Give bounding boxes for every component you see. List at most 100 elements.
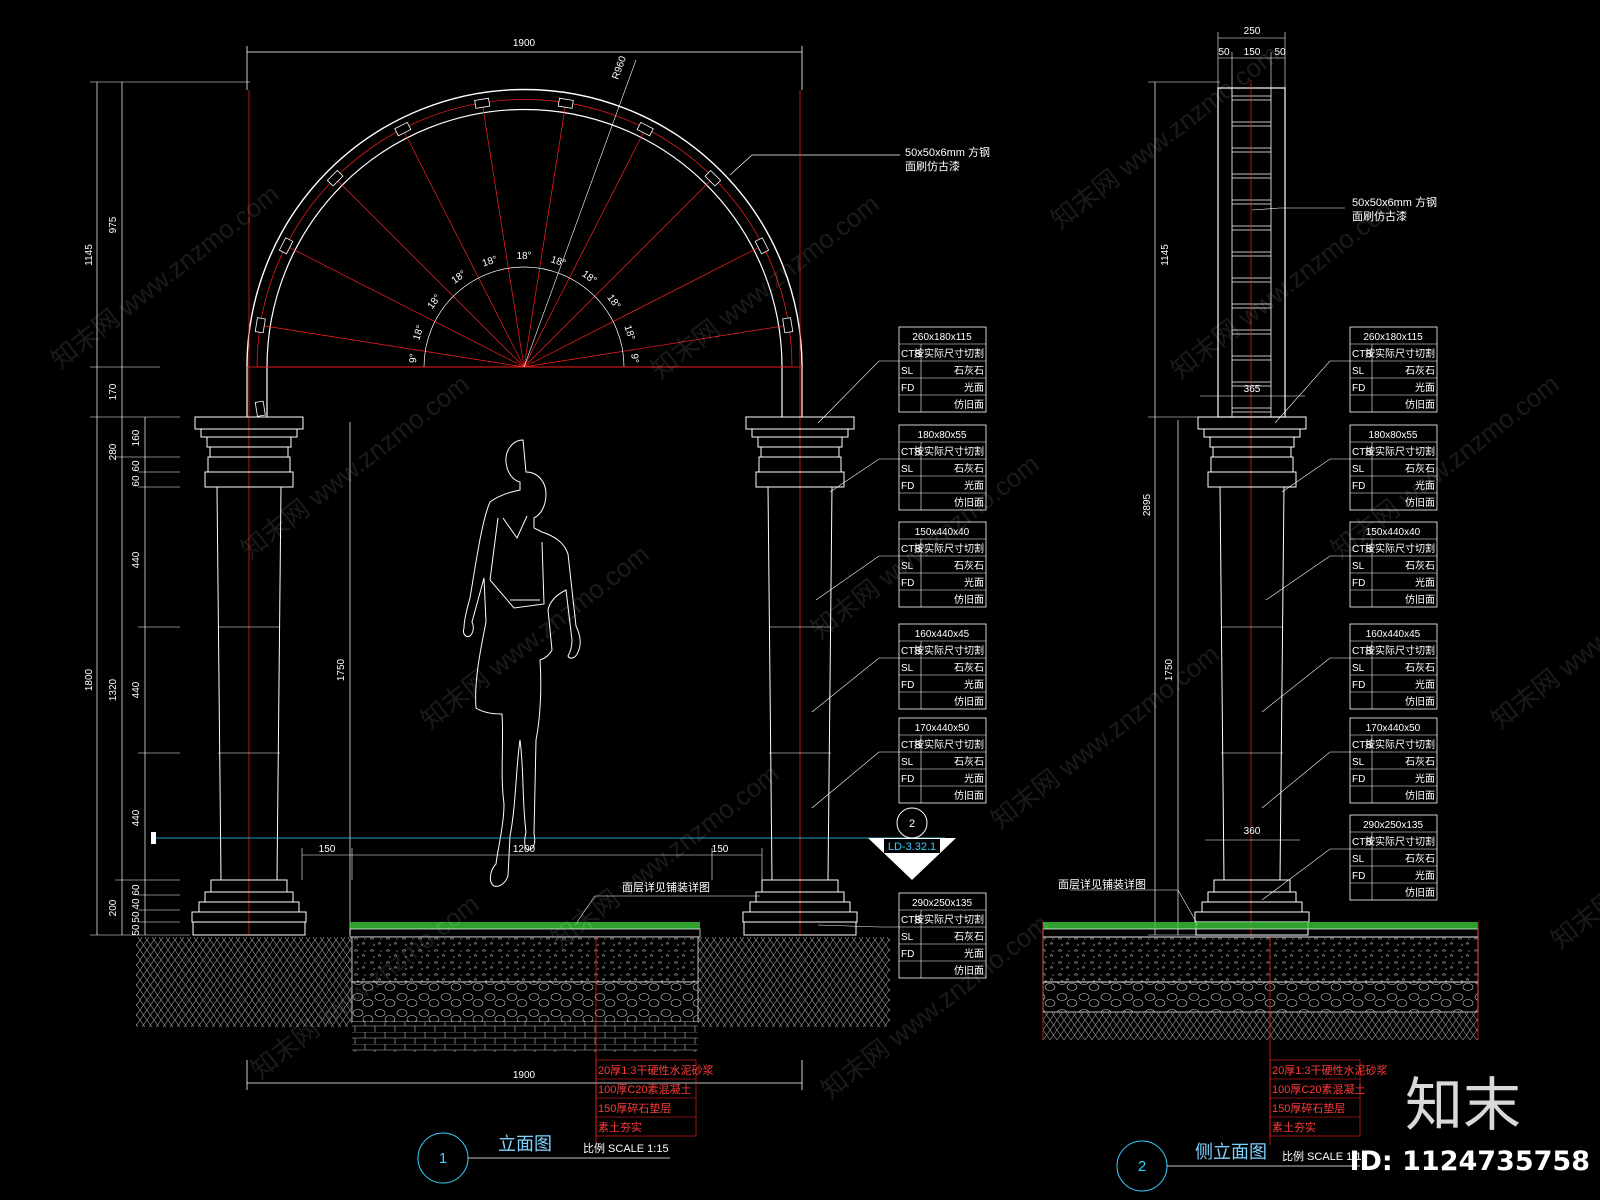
side-left-dimensions: 1145 2895 1750 [1142, 81, 1220, 936]
side-layer-notes: 20厚1:3干硬性水泥砂浆 100厚C20素混凝土 150厚碎石垫层 素土夯实 [1269, 1059, 1388, 1137]
material-code: CTS [1352, 837, 1372, 848]
watermark-text: 知末网 www.znzmo.com [1485, 539, 1600, 735]
material-desc: 按实际尺寸切割 [914, 347, 984, 360]
material-desc: 石灰石 [1405, 559, 1435, 572]
material-size: 150x440x40 [915, 527, 970, 538]
arch-ray [523, 128, 646, 368]
material-code: FD [1352, 481, 1365, 492]
material-desc: 石灰石 [954, 364, 984, 377]
leader-line [1261, 657, 1350, 713]
material-code: FD [1352, 680, 1365, 691]
column-part [1207, 891, 1297, 903]
material-table-frame [898, 326, 987, 413]
arch-block [254, 400, 266, 417]
material-desc: 按实际尺寸切割 [1365, 738, 1435, 751]
leader-line [1281, 458, 1350, 493]
material-code: CTS [901, 740, 921, 751]
dim-50b: 50 [131, 924, 142, 936]
material-size: 260x180x115 [912, 332, 972, 343]
arch-radius-label: R960 [610, 54, 629, 81]
side-pipe-note-2: 面刷仿古漆 [1352, 210, 1407, 223]
column-part [1209, 436, 1295, 448]
side-base-dim: 360 [1244, 826, 1261, 837]
arch-block [394, 121, 412, 137]
arch-ray [523, 324, 788, 368]
brand-logo: 知末 [1405, 1071, 1521, 1139]
dim-200: 200 [108, 899, 119, 916]
arch-ray [260, 324, 525, 368]
material-desc: 仿旧面 [954, 496, 984, 509]
material-desc: 仿旧面 [954, 789, 984, 802]
column-part [1197, 416, 1307, 430]
side-column [1194, 416, 1310, 936]
material-code: FD [901, 949, 914, 960]
side-arch-ladder: 50x50x6mm 方钢 面刷仿古漆 [1217, 80, 1437, 935]
dim-975: 975 [108, 216, 119, 233]
arch-angle-label: 18° [426, 293, 444, 312]
watermark-text: 知末网 www.znzmo.com [1045, 39, 1284, 235]
arch-angle-label: 18° [549, 254, 567, 269]
arch-ray [481, 103, 525, 368]
arch-angle-label: 18° [450, 269, 469, 287]
material-desc: 仿旧面 [1405, 398, 1435, 411]
material-size: 150x440x40 [1366, 527, 1421, 538]
material-table-frame [898, 521, 987, 608]
material-desc: 石灰石 [954, 462, 984, 475]
section-marker-ref: LD-3.32.1 [888, 841, 936, 853]
material-code: CTS [1352, 646, 1372, 657]
material-desc: 光面 [964, 576, 984, 589]
material-table-frame [1349, 623, 1438, 710]
material-desc: 仿旧面 [954, 593, 984, 606]
material-table-frame [1349, 326, 1438, 413]
material-code: FD [901, 578, 914, 589]
arch-ray [523, 245, 763, 368]
leader-line [815, 555, 899, 601]
front-title-number: 1 [439, 1150, 447, 1167]
material-table-frame [898, 623, 987, 710]
person-silhouette [463, 439, 581, 887]
dim-40: 40 [131, 898, 142, 910]
material-desc: 石灰石 [1405, 661, 1435, 674]
front-pave-note: 面层详见铺装详图 [622, 880, 710, 894]
material-desc: 光面 [1415, 576, 1435, 589]
column-part [1207, 471, 1297, 488]
material-size: 180x80x55 [918, 430, 967, 441]
material-code: CTS [901, 447, 921, 458]
arch-block [754, 237, 770, 255]
material-desc: 石灰石 [954, 661, 984, 674]
column-part [1212, 446, 1292, 458]
material-table-frame [1349, 424, 1438, 511]
material-desc: 石灰石 [1405, 852, 1435, 865]
side-layer-3: 150厚碎石垫层 [1272, 1101, 1345, 1115]
side-top-dimensions: 250 50 150 50 [1217, 26, 1286, 88]
front-top-width-label: 1900 [513, 38, 536, 49]
material-desc: 石灰石 [1405, 462, 1435, 475]
side-elevation: 250 50 150 50 50x50x6mm 方钢 面刷仿古漆 1145 28… [1042, 26, 1479, 1192]
front-elevation: 1900 9°18°18°18°18°18°18°18°18°18°9° R96… [84, 38, 990, 1184]
material-size: 170x440x50 [1366, 723, 1421, 734]
material-code: SL [901, 757, 914, 768]
dim-60c: 60 [131, 884, 142, 896]
material-code: CTS [1352, 447, 1372, 458]
side-title-number: 2 [1138, 1158, 1146, 1175]
material-desc: 光面 [1415, 678, 1435, 691]
material-desc: 按实际尺寸切割 [1365, 542, 1435, 555]
dim-440c: 440 [131, 809, 142, 826]
material-table-frame [1349, 814, 1438, 901]
material-desc: 按实际尺寸切割 [914, 644, 984, 657]
material-desc: 光面 [1415, 479, 1435, 492]
arch-ray [523, 177, 714, 368]
material-desc: 石灰石 [1405, 755, 1435, 768]
watermark-text: 知末网 www.znzmo.com [985, 639, 1224, 835]
material-code: SL [1352, 663, 1365, 674]
material-desc: 按实际尺寸切割 [914, 445, 984, 458]
arch-ray [523, 103, 567, 368]
front-left-dimensions: 1145 975 170 280 160 60 60 1800 440 1320… [84, 81, 250, 936]
front-top-dimension: 1900 [246, 38, 803, 90]
